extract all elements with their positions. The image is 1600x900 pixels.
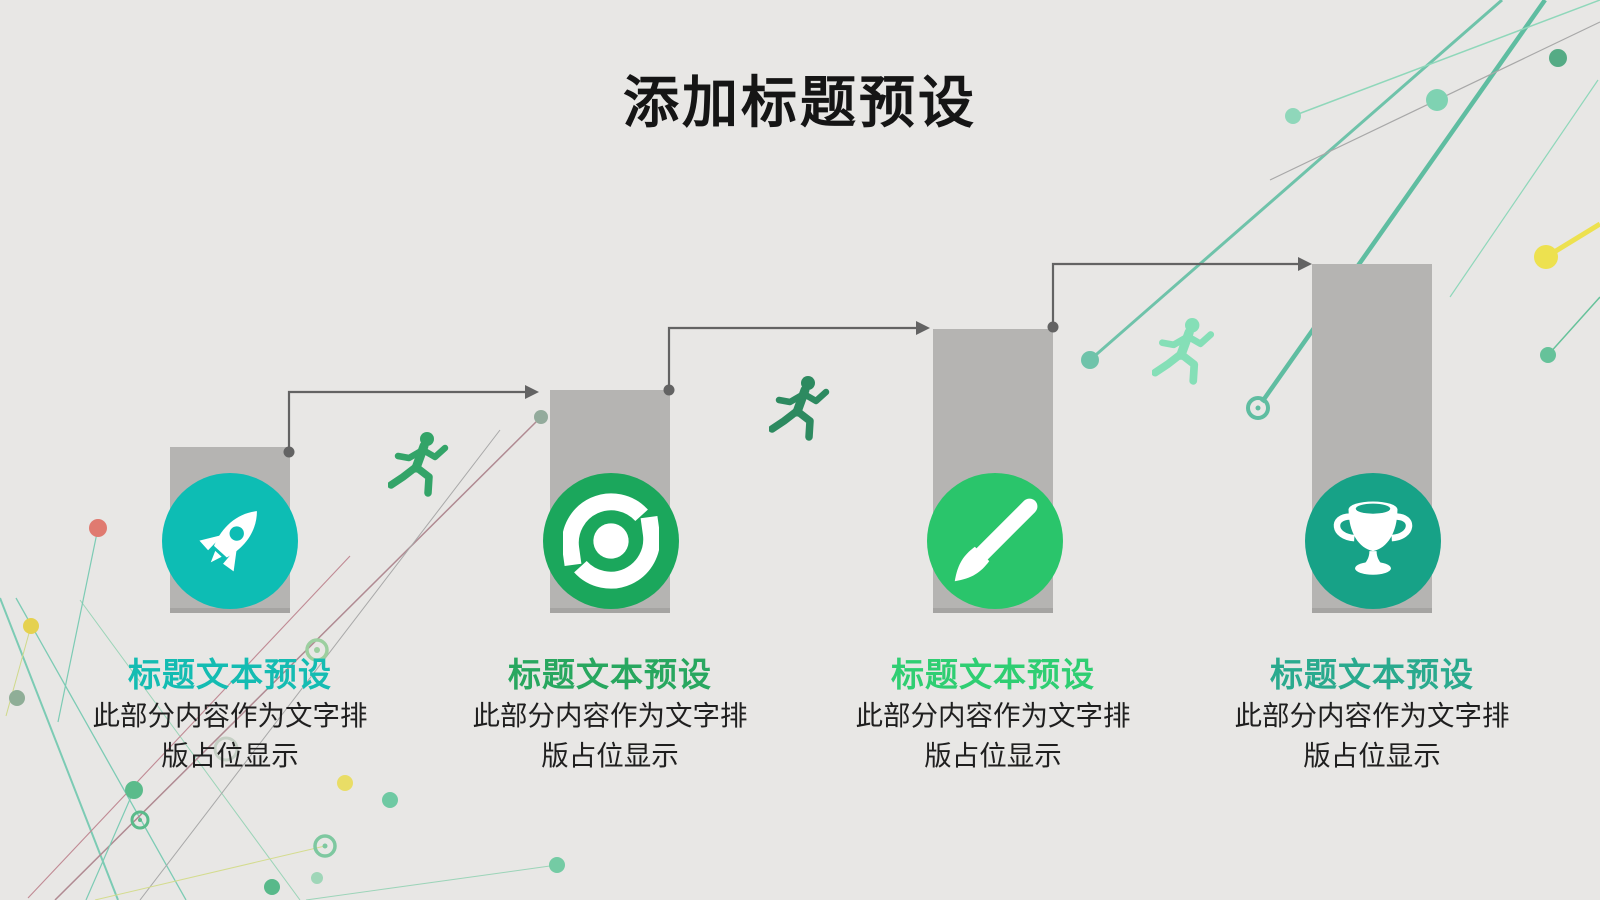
arrowhead-icon: [1298, 257, 1312, 271]
step-body-line: 版占位显示: [541, 740, 679, 771]
step-body-line: 此部分内容作为文字排: [92, 700, 368, 731]
ring-dot: [130, 810, 150, 830]
yellow-dot: [23, 618, 39, 634]
step-circle-3: [927, 473, 1063, 609]
yellow-dot: [1534, 245, 1558, 269]
step-title-2: 标题文本预设: [508, 656, 712, 693]
ring-dot: [313, 834, 337, 858]
step-body-line: 版占位显示: [161, 740, 299, 771]
step-circle-1: [162, 473, 298, 609]
paintbrush-icon: [954, 498, 1038, 582]
yellow-dot: [337, 775, 353, 791]
step-body-line: 此部分内容作为文字排: [1234, 700, 1510, 731]
step-body-line: 此部分内容作为文字排: [855, 700, 1131, 731]
trophy-icon: [1333, 501, 1413, 575]
step-body-line: 版占位显示: [1303, 740, 1441, 771]
red-dot: [89, 519, 107, 537]
step-title-1: 标题文本预设: [128, 656, 332, 693]
running-person-icon: [1152, 316, 1218, 386]
step-circle-2: [543, 473, 679, 609]
arrowhead-icon: [525, 385, 539, 399]
step-body-3: 此部分内容作为文字排 版占位显示: [803, 696, 1183, 776]
sync-icon: [563, 493, 659, 589]
step-body-line: 版占位显示: [924, 740, 1062, 771]
step-body-4: 此部分内容作为文字排 版占位显示: [1182, 696, 1562, 776]
step-body-1: 此部分内容作为文字排 版占位显示: [40, 696, 420, 776]
rocket-icon: [199, 511, 257, 572]
step-circle-4: [1305, 473, 1441, 609]
step-body-2: 此部分内容作为文字排 版占位显示: [420, 696, 800, 776]
slide-title: 添加标题预设: [623, 71, 977, 134]
running-person-icon: [769, 374, 833, 442]
running-person-icon: [388, 430, 452, 498]
step-body-line: 此部分内容作为文字排: [472, 700, 748, 731]
step-title-3: 标题文本预设: [891, 656, 1095, 693]
step-title-4: 标题文本预设: [1270, 656, 1474, 693]
arrowhead-icon: [916, 321, 930, 335]
ring-dot: [1246, 396, 1270, 420]
